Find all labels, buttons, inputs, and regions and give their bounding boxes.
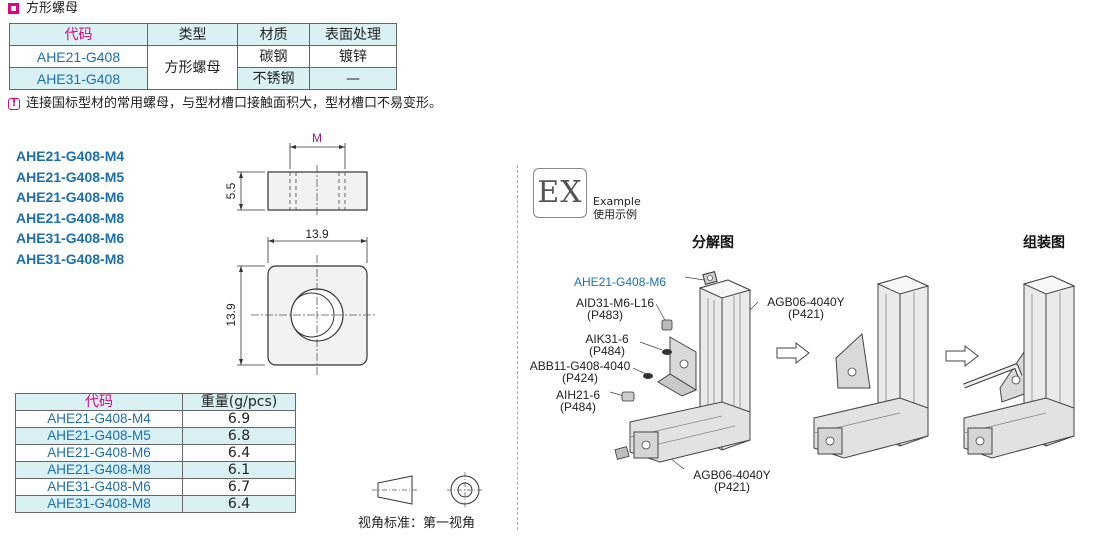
dim-width-label: 13.9 — [305, 227, 329, 241]
table-cell-code: AHE21-G408-M6 — [15, 444, 183, 462]
part-ref-profile-lower: (P421) — [713, 480, 751, 494]
table-row: AHE31-G408-M6 6.7 — [15, 478, 296, 496]
part-label-bracket: ABB11-G408-4040 — [529, 359, 631, 373]
exclamation-icon: ! — [8, 98, 20, 110]
column-header: 代码 — [15, 393, 183, 411]
column-header: 重量(g/pcs) — [182, 393, 296, 411]
table-row: AHE21-G408-M5 6.8 — [15, 427, 296, 445]
model-item: AHE21-G408-M6 — [16, 189, 125, 206]
arrow-right-icon — [945, 345, 979, 367]
thread-arc — [294, 292, 335, 338]
step-view-illustration — [813, 275, 930, 459]
model-list: AHE21-G408-M4 AHE21-G408-M5 AHE21-G408-M… — [16, 146, 124, 270]
nut-side-view — [267, 171, 368, 211]
part-ref-washer: (P484) — [588, 344, 626, 358]
part-label-profile-upper: AGB06-4040Y — [767, 295, 845, 309]
table-cell-material: 碳钢 — [237, 45, 310, 68]
table-row: AHE31-G408-M8 6.4 — [15, 495, 296, 513]
nut-dimension-drawing: M 5.5 13.9 13.9 — [224, 131, 377, 375]
spec-table: 代码 类型 材质 表面处理 AHE21-G408 方形螺母 碳钢 镀锌 AHE3… — [9, 23, 397, 90]
table-cell-code: AHE21-G408-M8 — [15, 461, 183, 479]
table-cell-material: 不锈钢 — [237, 67, 310, 90]
note-text: 连接国标型材的常用螺母，与型材槽口接触面积大，型材槽口不易变形。 — [26, 96, 443, 111]
section-divider — [517, 165, 518, 530]
section-marker-icon — [8, 3, 19, 14]
thread-hidden-lines — [289, 172, 346, 210]
table-cell-weight: 6.9 — [182, 410, 296, 428]
assembled-view-illustration — [963, 275, 1076, 459]
table-row: AHE21-G408-M4 6.9 — [15, 410, 296, 428]
part-ref-profile-upper: (P421) — [787, 307, 825, 321]
table-cell-weight: 6.4 — [182, 495, 296, 513]
table-header-row: 代码 重量(g/pcs) — [15, 393, 296, 411]
table-cell-code: AHE31-G408-M8 — [15, 495, 183, 513]
table-cell-code: AHE21-G408-M5 — [15, 427, 183, 445]
column-header: 类型 — [147, 23, 238, 46]
model-item: AHE21-G408-M4 — [16, 148, 125, 164]
assembled-view-title: 组装图 — [1023, 235, 1065, 251]
table-cell-code: AHE21-G408 — [9, 45, 148, 68]
table-row: AHE21-G408 方形螺母 碳钢 镀锌 — [9, 45, 397, 90]
part-label-cap: AIH21-6 — [555, 388, 601, 402]
table-cell-code: AHE31-G408-M6 — [15, 478, 183, 496]
dim-height-label: 5.5 — [224, 182, 238, 199]
part-label-bolt: AID31-M6-L16 — [575, 296, 654, 310]
table-cell-type: 方形螺母 — [147, 45, 238, 90]
view-standard-label: 视角标准：第一视角 — [358, 516, 476, 531]
table-cell-weight: 6.7 — [182, 478, 296, 496]
part-label-nut: AHE21-G408-M6 — [574, 275, 667, 289]
dim-length-label: 13.9 — [224, 303, 238, 327]
table-row: AHE21-G408-M8 6.1 — [15, 461, 296, 479]
model-item: AHE21-G408-M8 — [16, 209, 125, 226]
table-cell-weight: 6.8 — [182, 427, 296, 445]
table-cell-weight: 6.4 — [182, 444, 296, 462]
model-item: AHE31-G408-M6 — [16, 230, 125, 247]
part-ref-bolt: (P483) — [586, 308, 624, 322]
part-ref-bracket: (P424) — [561, 371, 599, 385]
table-cell-weight: 6.1 — [182, 461, 296, 479]
exploded-view-illustration — [609, 271, 759, 470]
example-label-cn: 使用示例 — [593, 208, 637, 221]
column-header: 代码 — [9, 23, 148, 46]
column-header: 表面处理 — [309, 23, 397, 46]
part-ref-cap: (P484) — [559, 400, 597, 414]
first-angle-projection-icon — [372, 472, 483, 508]
model-item: AHE21-G408-M5 — [16, 168, 125, 185]
model-item: AHE31-G408-M8 — [16, 250, 125, 267]
table-row: AHE31-G408 不锈钢 — — [9, 67, 397, 90]
page-title: 方形螺母 — [26, 1, 79, 16]
part-label-profile-lower: AGB06-4040Y — [693, 468, 771, 482]
example-label-en: Example — [593, 195, 641, 208]
table-cell-code: AHE31-G408 — [9, 67, 148, 90]
part-label-washer: AIK31-6 — [585, 332, 629, 346]
table-row: AHE21-G408-M6 6.4 — [15, 444, 296, 462]
table-header-row: 代码 类型 材质 表面处理 — [9, 23, 397, 46]
table-cell-finish: — — [309, 67, 397, 90]
arrow-right-icon — [776, 342, 810, 364]
dim-m-label: M — [312, 131, 322, 145]
weight-table: 代码 重量(g/pcs) AHE21-G408-M4 6.9 AHE21-G40… — [15, 393, 296, 513]
example-badge-icon: EX — [533, 168, 587, 218]
column-header: 材质 — [237, 23, 310, 46]
exploded-view-title: 分解图 — [692, 235, 734, 251]
table-cell-finish: 镀锌 — [309, 45, 397, 68]
table-cell-code: AHE21-G408-M4 — [15, 410, 183, 428]
